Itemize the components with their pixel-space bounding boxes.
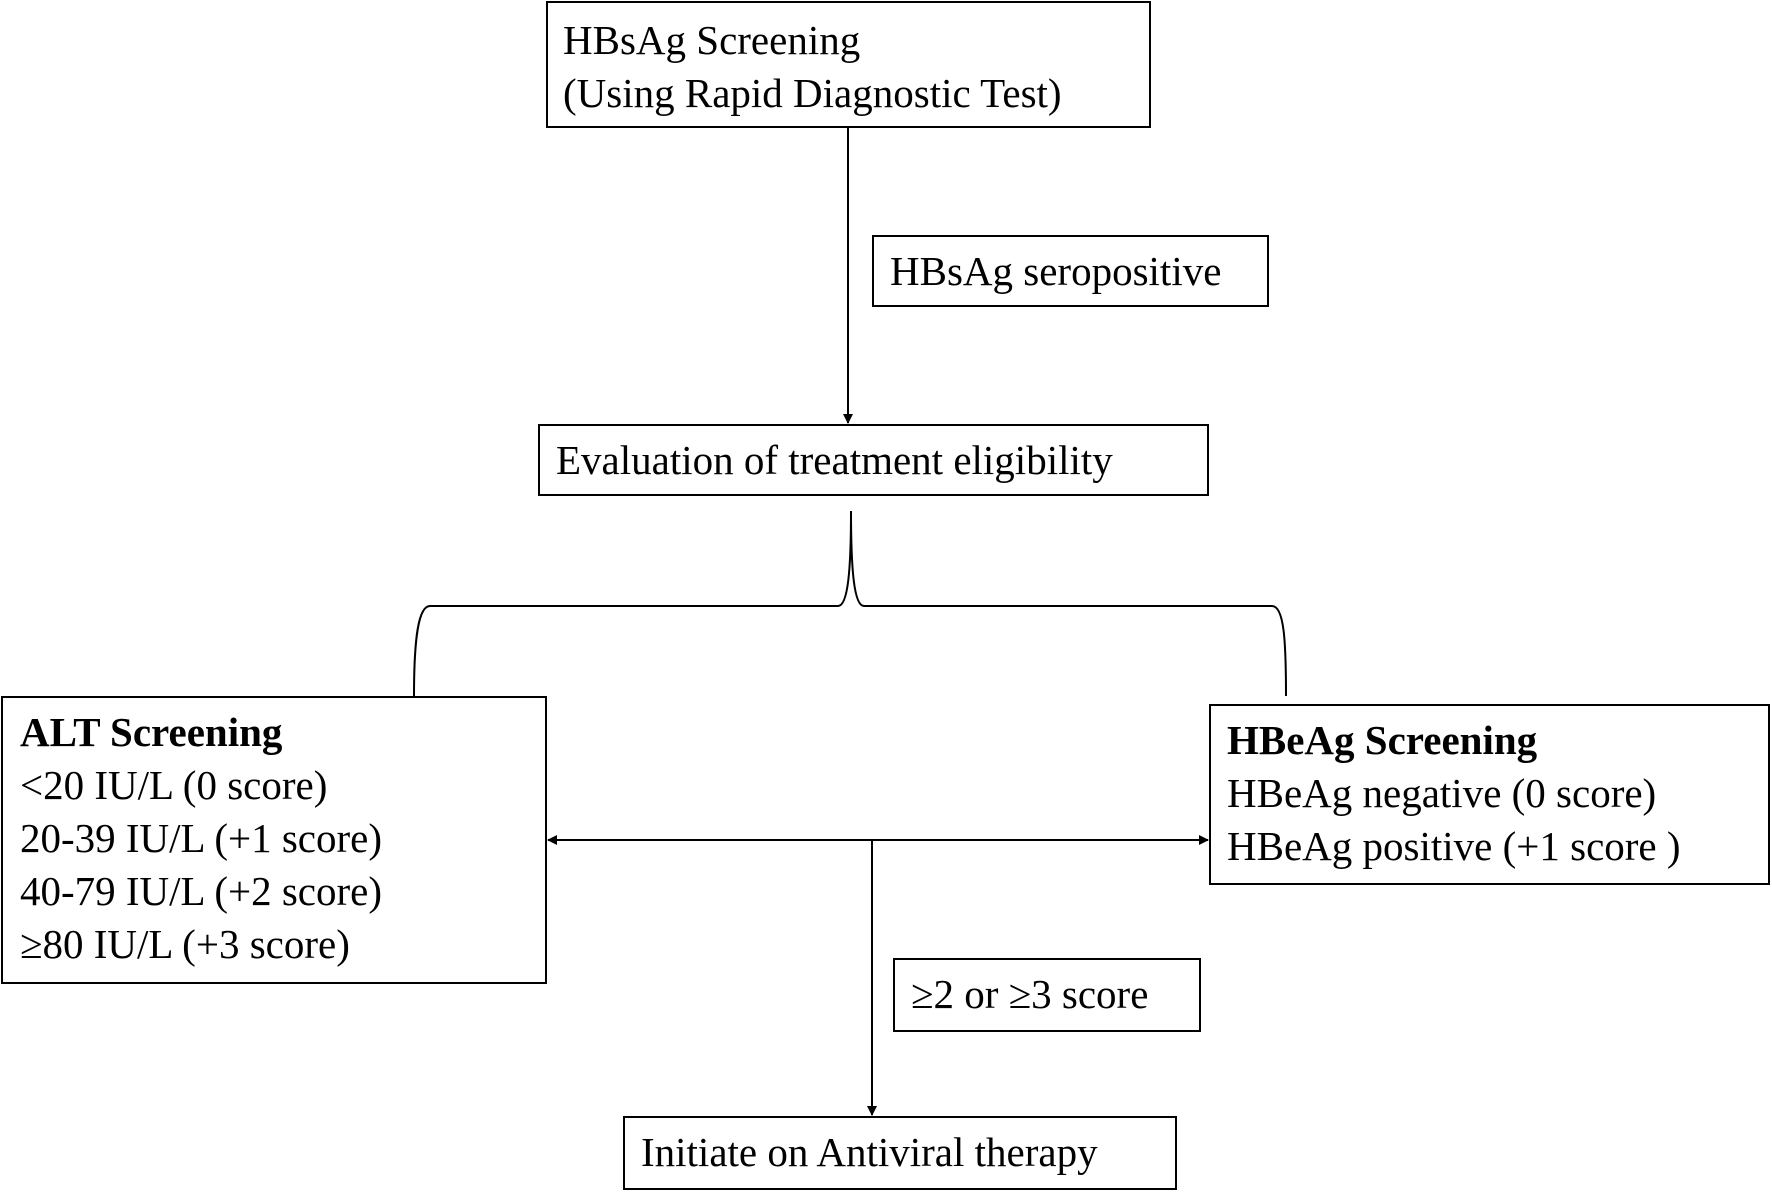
alt-screening-title: ALT Screening <box>20 709 283 755</box>
hbsag-screening-box: HBsAg Screening (Using Rapid Diagnostic … <box>546 1 1151 128</box>
seropositive-label-box: HBsAg seropositive <box>872 235 1269 307</box>
hbeag-item: HBeAg positive (+1 score ) <box>1227 823 1681 869</box>
hbsag-screening-method: (Using Rapid Diagnostic Test) <box>563 70 1062 116</box>
score-threshold-box: ≥2 or ≥3 score <box>893 958 1201 1032</box>
alt-item: <20 IU/L (0 score) <box>20 762 328 808</box>
initiate-therapy-label: Initiate on Antiviral therapy <box>641 1129 1098 1175</box>
hbeag-item: HBeAg negative (0 score) <box>1227 770 1657 816</box>
branch-brace <box>413 510 1287 697</box>
alt-screening-box: ALT Screening <20 IU/L (0 score) 20-39 I… <box>1 696 547 984</box>
hbsag-screening-title: HBsAg Screening <box>563 17 861 63</box>
hbeag-screening-box: HBeAg Screening HBeAg negative (0 score)… <box>1209 704 1770 885</box>
alt-item: 40-79 IU/L (+2 score) <box>20 868 383 914</box>
alt-item: 20-39 IU/L (+1 score) <box>20 815 383 861</box>
evaluation-box: Evaluation of treatment eligibility <box>538 424 1209 496</box>
hbeag-screening-title: HBeAg Screening <box>1227 717 1538 763</box>
evaluation-label: Evaluation of treatment eligibility <box>556 437 1113 483</box>
score-threshold-label: ≥2 or ≥3 score <box>911 971 1149 1017</box>
seropositive-label: HBsAg seropositive <box>890 248 1222 294</box>
alt-item: ≥80 IU/L (+3 score) <box>20 921 350 967</box>
initiate-therapy-box: Initiate on Antiviral therapy <box>623 1116 1177 1190</box>
